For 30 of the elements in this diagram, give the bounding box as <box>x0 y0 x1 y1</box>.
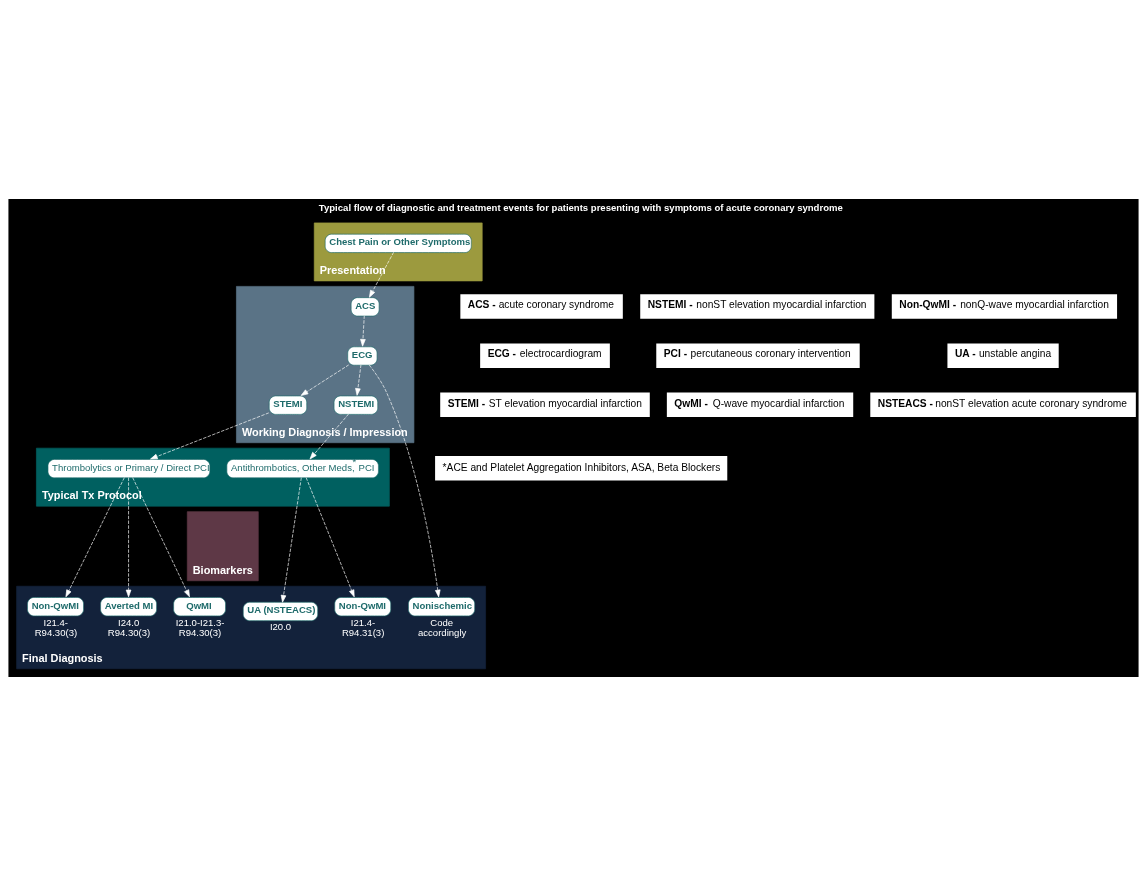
node-label: Code accordingly <box>418 616 467 638</box>
arrow <box>125 476 132 597</box>
arrow <box>360 314 366 347</box>
node-label: I21.0-I21.3- R94.30(3) <box>175 616 225 638</box>
arrow <box>280 476 302 603</box>
node-label: I24.0 R94.30(3) <box>107 616 151 638</box>
label: ECG - electrocardiogram <box>487 347 602 359</box>
node-label: I21.4- R94.31(3) <box>341 616 385 638</box>
label: Non-QwMI - nonQ-wave myocardial infarction <box>899 298 1109 310</box>
label: ACS - acute coronary syndrome <box>467 298 614 310</box>
arrow <box>309 413 349 459</box>
label: UA - unstable angina <box>954 347 1052 359</box>
arrow <box>368 364 441 597</box>
label: *ACE and Platelet Aggregation Inhibitors, ASA, Beta Blockers <box>442 461 721 473</box>
label: STEMI - ST elevation myocardial infarction <box>447 397 642 409</box>
arrow <box>150 412 270 459</box>
label: NSTEACS - nonST elevation acute coronary syndrome <box>877 397 1128 409</box>
arrow <box>132 476 190 597</box>
label: QwMI - Q-wave myocardial infarction <box>674 397 845 409</box>
diagram-title: Typical flow of diagnostic and treatment events for patients presenting with symptoms of acute coronary syndrome <box>318 201 843 213</box>
label: NSTEMI - nonST elevation myocardial infarction <box>647 298 867 310</box>
arrow <box>305 476 355 597</box>
arrow <box>300 364 350 396</box>
arrow <box>355 364 362 396</box>
arrow <box>369 251 394 298</box>
node-label: I21.4- R94.30(3) <box>34 616 78 638</box>
label: PCI - percutaneous coronary intervention <box>663 347 851 359</box>
node-box: Biomarkers <box>186 510 259 581</box>
arrow <box>65 476 125 597</box>
node-label: I20.0 <box>269 620 292 632</box>
